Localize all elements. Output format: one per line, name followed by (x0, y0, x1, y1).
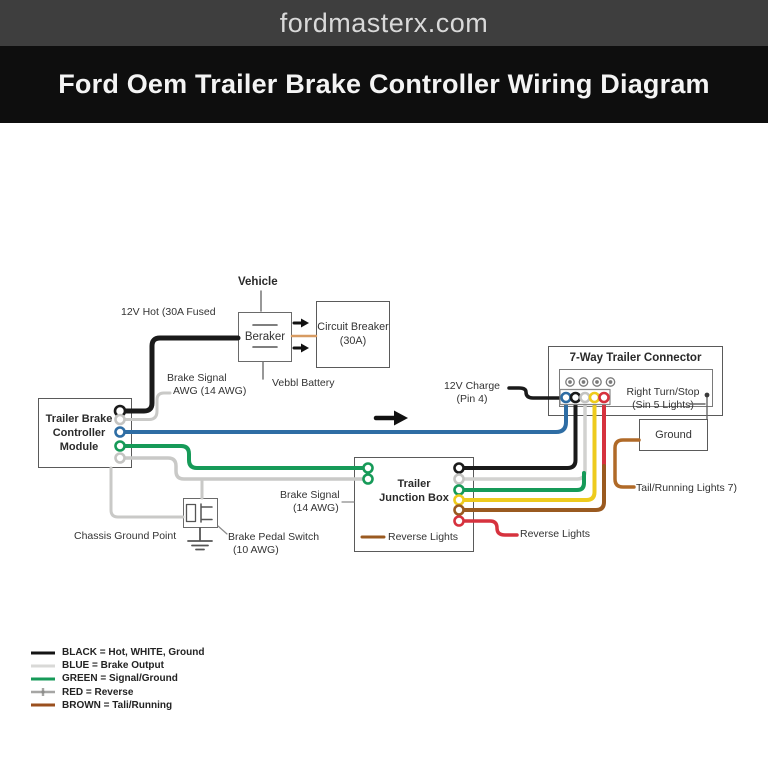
reverse-lights-label: Reverse Lights (520, 528, 591, 540)
junction-right-black (453, 462, 465, 474)
title-bar: Ford Oem Trailer Brake Controller Wiring… (0, 46, 768, 123)
hot-12v-label: 12V Hot (30A Fused (121, 306, 216, 318)
module-terminal-gray1 (114, 413, 126, 426)
arrow-bottom-head (301, 343, 309, 353)
junction-left-green1 (362, 462, 374, 474)
connector-terminals (560, 391, 610, 404)
ground-box: Ground (639, 419, 708, 451)
brake-signal-14-label: Brake Signal (14 AWG) (280, 489, 340, 514)
chassis-ground-label: Chassis Ground Point (74, 530, 177, 542)
vehicle-label: Vehicle (238, 276, 278, 288)
legend-swatch-green (31, 677, 55, 681)
wire-red-reverse (462, 519, 519, 537)
legend-row-green: GREEN = Signal/Ground (30, 672, 205, 685)
terminal-white (579, 391, 591, 404)
wire-gray-chassis-ground (109, 466, 185, 519)
ground-symbol (187, 527, 213, 551)
ground-label: Ground (655, 429, 692, 441)
wire-green-junction-stub (462, 471, 586, 492)
wire-color-legend: BLACK = Hot, WHITE, Ground BLUE = Brake … (30, 646, 205, 712)
connector-pin-holes (565, 377, 616, 387)
wire-gray-to-junction (123, 456, 364, 481)
legend-row-red: RED = Reverse (30, 686, 205, 699)
legend-swatch-red (31, 688, 55, 697)
junction-right-white (453, 473, 465, 485)
junction-left-green2 (362, 473, 374, 485)
legend-swatch-blue (31, 664, 55, 668)
charge-12v-label: 12V Charge (Pin 4) (443, 380, 501, 405)
right-turn-stop-label: Right Turn/Stop (Sin 5 Lights) (626, 386, 700, 411)
pin-dot-2 (581, 380, 586, 384)
beraker-label: Beraker (244, 331, 286, 343)
junction-right-red (453, 515, 465, 527)
terminal-yellow (588, 391, 601, 404)
wire-black-12v-hot (122, 335, 241, 414)
module-terminal-blue (114, 426, 126, 438)
module-terminal-gray2 (114, 452, 126, 464)
flow-arrow-head (394, 410, 408, 426)
pin-dot-3 (595, 380, 599, 384)
pin-dot-1 (568, 380, 572, 384)
brake-signal-awg-label: Brake Signal AWG (14 AWG) (167, 372, 247, 397)
junction-terminals (362, 462, 465, 527)
arrow-top-head (301, 318, 309, 328)
pin-dot-4 (608, 380, 613, 384)
switch-symbol-contacts (200, 503, 213, 523)
junction-box-label: Trailer Junction Box (379, 478, 449, 504)
switch-symbol-body (185, 503, 197, 523)
beraker-box: Beraker (238, 312, 292, 362)
module-terminals (113, 404, 127, 464)
wire-yellow-connector-junction (462, 401, 597, 502)
legend-row-brown: BROWN = Tali/Running (30, 699, 205, 712)
right-turn-dot (704, 392, 710, 398)
junction-reverse-lights-label: Reverse Lights (388, 531, 459, 543)
legend-row-black: BLACK = Hot, WHITE, Ground (30, 646, 205, 659)
site-bar: fordmasterx.com (0, 0, 768, 46)
circuit-breaker-box: Circuit Breaker (30A) (316, 301, 390, 368)
junction-right-yellow (453, 494, 465, 506)
site-name: fordmasterx.com (279, 7, 489, 38)
junction-right-green (453, 484, 465, 496)
terminal-blue (560, 391, 572, 404)
page-title: Ford Oem Trailer Brake Controller Wiring… (58, 69, 710, 99)
pedal-label-leader (217, 525, 228, 535)
tail-running-label: Tail/Running Lights 7) (636, 482, 737, 494)
wire-green-signal (123, 444, 364, 470)
junction-right-brown (453, 504, 465, 516)
wire-blue-brake-output (123, 401, 568, 434)
module-label: Trailer Brake Controller Module (45, 413, 113, 453)
wire-gray-brake-signal-lead (123, 391, 172, 421)
wire-black-12v-charge (507, 386, 562, 400)
wire-brown-tail-running (613, 438, 641, 489)
module-terminal-green (114, 440, 126, 452)
legend-row-blue: BLUE = Brake Output (30, 659, 205, 672)
seven-way-connector-title: 7-Way Trailer Connector (569, 352, 702, 364)
vehicle-battery-label: Vebbl Battery (272, 377, 335, 389)
terminal-red (598, 391, 610, 404)
beraker-symbol (252, 324, 278, 348)
terminal-black (569, 391, 582, 404)
brake-pedal-switch-label: Brake Pedal Switch (10 AWG) (228, 531, 320, 556)
circuit-breaker-label: Circuit Breaker (30A) (317, 321, 389, 347)
legend-swatch-brown (31, 703, 55, 707)
legend-swatch-black (31, 651, 55, 655)
wire-black-connector-junction (462, 401, 578, 470)
wire-brown-connector-junction (462, 464, 606, 512)
